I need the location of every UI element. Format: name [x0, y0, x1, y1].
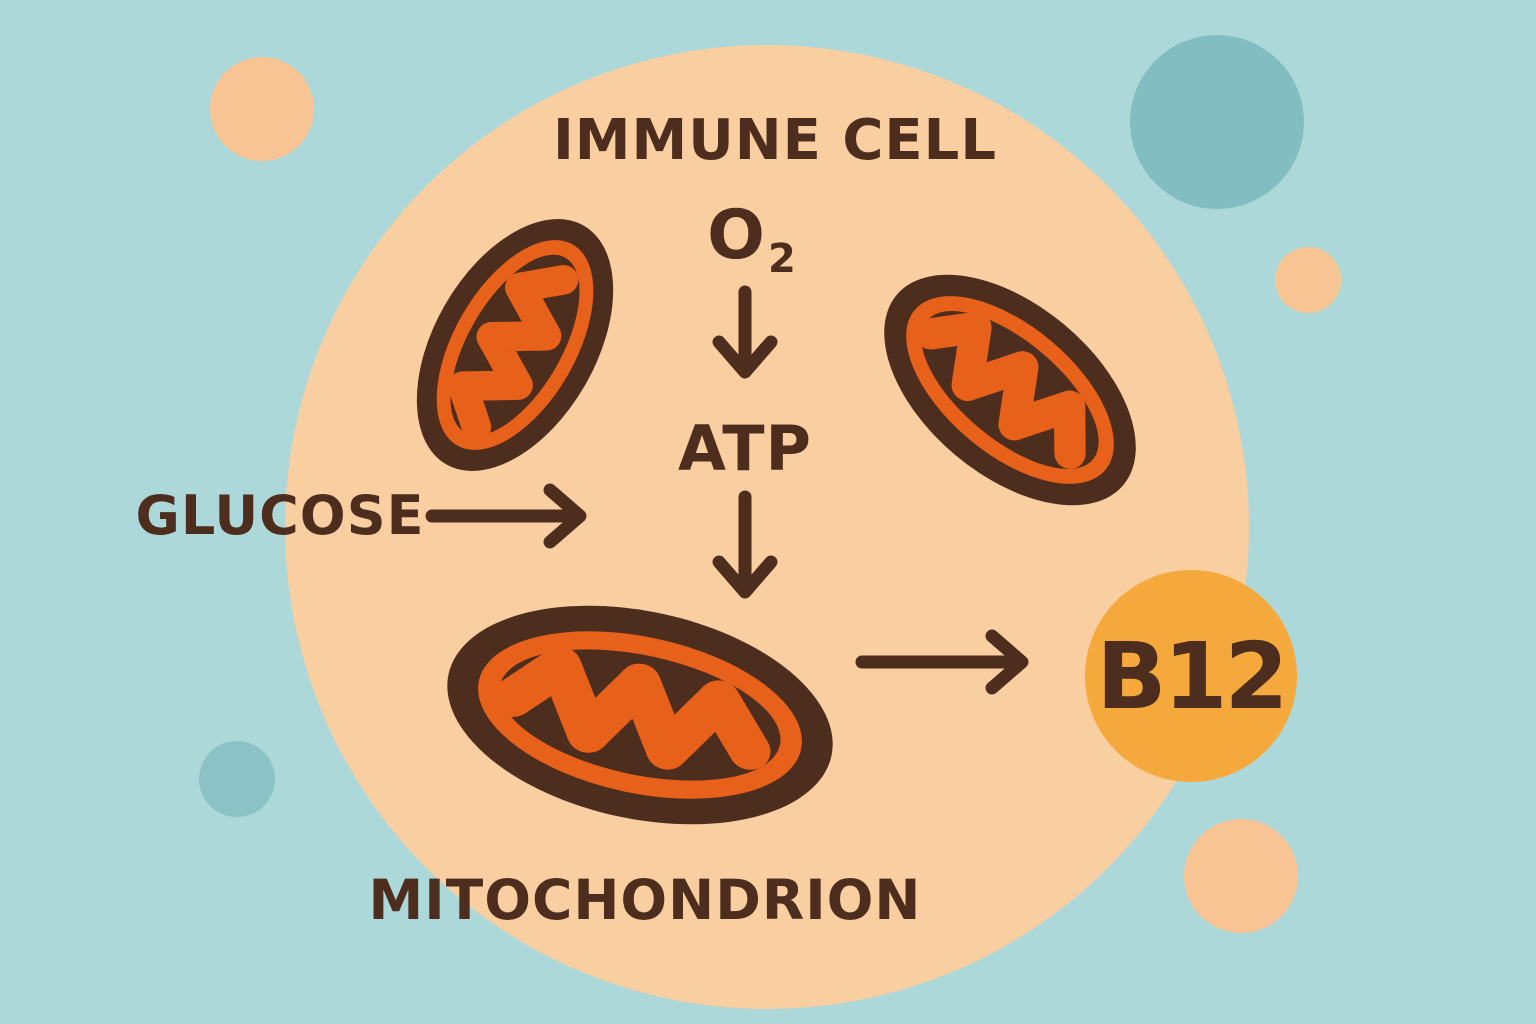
- decor-circle-peach-right: [1275, 247, 1341, 313]
- oxygen-label: O2: [707, 196, 797, 282]
- glucose-label: GLUCOSE: [135, 484, 425, 547]
- decor-circle-peach-bottom-right: [1184, 819, 1298, 933]
- decor-circle-teal-top-right: [1130, 35, 1304, 209]
- decor-circle-teal-bottom-left: [199, 741, 275, 817]
- oxygen-symbol: O: [707, 196, 766, 275]
- decor-circle-peach-top-left: [210, 57, 314, 161]
- mitochondrion-label: MITOCHONDRION: [368, 868, 922, 932]
- b12-label: B12: [1096, 622, 1288, 730]
- oxygen-subscript: 2: [767, 236, 797, 282]
- arrow-glucose-to-mitochondrion: [425, 483, 587, 549]
- arrow-o2-to-atp: [712, 285, 778, 379]
- b12-badge: B12: [1085, 570, 1297, 782]
- atp-label: ATP: [678, 412, 812, 485]
- arrow-atp-to-mitochondrion: [712, 490, 778, 599]
- immune-cell-title: IMMUNE CELL: [552, 108, 998, 173]
- arrow-mitochondrion-to-b12: [855, 629, 1029, 695]
- immune-cell-body: [285, 45, 1249, 1009]
